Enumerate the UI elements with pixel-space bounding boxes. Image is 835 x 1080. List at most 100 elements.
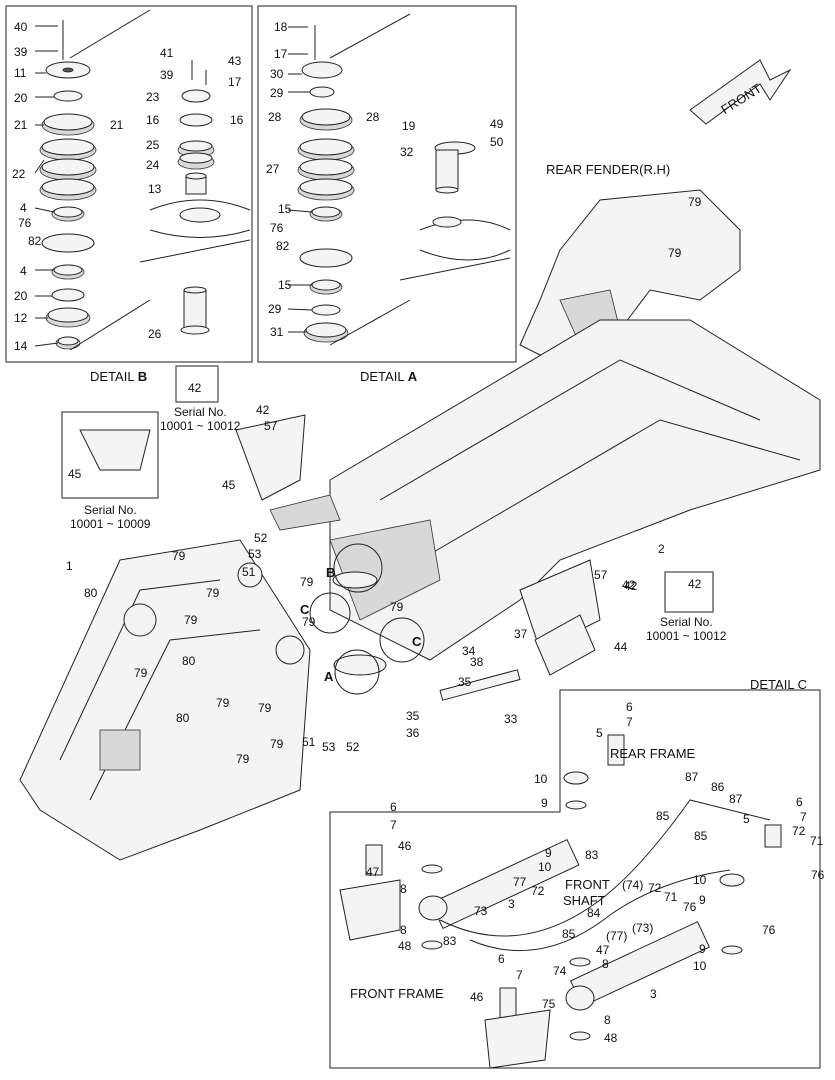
- callout-92: 7: [800, 810, 807, 824]
- callout-31: 27: [266, 162, 280, 176]
- callout-91: 6: [796, 795, 803, 809]
- callout-82: 5: [596, 726, 603, 740]
- callout-122: 9: [699, 942, 706, 956]
- callout-109: 83: [443, 934, 457, 948]
- callout-23: 13: [148, 182, 162, 196]
- detail-c-pins: [365, 734, 782, 1041]
- callout-60: 79: [216, 696, 230, 710]
- callout-115: 84: [587, 906, 601, 920]
- callout-73: 34: [462, 644, 476, 658]
- callout-43: 79: [668, 246, 682, 260]
- callout-129: 46: [470, 990, 484, 1004]
- callout-24: 26: [148, 327, 162, 341]
- callout-67: 2: [658, 542, 665, 556]
- callout-84: 9: [541, 796, 548, 810]
- callout-20: 16: [230, 113, 244, 127]
- callout-126: 47: [596, 943, 610, 957]
- callout-16: 39: [160, 68, 174, 82]
- hose-line-2: [469, 869, 731, 952]
- callout-127: 74: [553, 964, 567, 978]
- callout-128: 8: [602, 957, 609, 971]
- callout-108: 8: [400, 923, 407, 937]
- callout-4: 21: [14, 118, 28, 132]
- callout-93: 72: [792, 824, 806, 838]
- serial-box-3-line1: Serial No.: [660, 615, 713, 629]
- callout-114: 76: [683, 900, 697, 914]
- callout-75: 38: [470, 655, 484, 669]
- callout-39: 49: [490, 117, 504, 131]
- callout-51: 52: [254, 531, 268, 545]
- hose-line-1: [439, 799, 771, 937]
- detail-c-panel: REAR FRAME FRONT FRAME FRONT SHAFT: [329, 689, 821, 1069]
- callout-117: (77): [606, 929, 627, 943]
- callout-0: 40: [14, 20, 28, 34]
- callout-99: 47: [366, 865, 380, 879]
- callout-96: 6: [390, 800, 397, 814]
- callout-17: 17: [228, 75, 242, 89]
- callout-119: 10: [693, 873, 707, 887]
- callout-3: 20: [14, 91, 28, 105]
- front-shaft-label-2: SHAFT: [563, 893, 606, 908]
- callout-131: 3: [650, 987, 657, 1001]
- callout-54: 79: [206, 586, 220, 600]
- detail-a-frame: [257, 5, 517, 363]
- callout-29: 28: [268, 110, 282, 124]
- detail-b-title-letter: B: [138, 369, 147, 384]
- callout-100: 8: [400, 882, 407, 896]
- callout-104: 10: [538, 860, 552, 874]
- callout-32: 15: [278, 202, 292, 216]
- steering-cylinder-upper: [418, 838, 580, 930]
- callout-11: 20: [14, 289, 28, 303]
- callout-124: 6: [498, 952, 505, 966]
- front-frame: [19, 539, 311, 861]
- callout-110: 48: [398, 939, 412, 953]
- callout-10: 4: [20, 264, 27, 278]
- callout-40: 50: [490, 135, 504, 149]
- detail-b-frame: [5, 5, 253, 363]
- detail-a-panel: [257, 5, 517, 363]
- detail-letter-3: A: [324, 669, 334, 684]
- callout-27: 30: [270, 67, 284, 81]
- callout-94: 71: [810, 834, 824, 848]
- leader-lines: [34, 25, 313, 347]
- callout-102: 9: [545, 846, 552, 860]
- callout-63: 79: [236, 752, 250, 766]
- rear-frame: [269, 319, 821, 701]
- callout-21: 25: [146, 138, 160, 152]
- front-frame-label: FRONT FRAME: [350, 986, 444, 1001]
- callout-42: 79: [688, 195, 702, 209]
- callout-83: 10: [534, 772, 548, 786]
- callout-47: 42: [622, 578, 636, 592]
- callout-118: (73): [632, 921, 653, 935]
- front-frame-bracket-lower: [484, 1009, 551, 1069]
- callout-56: 79: [184, 613, 198, 627]
- serial-box-1-part: 42: [188, 381, 202, 395]
- callout-112: 72: [648, 881, 662, 895]
- serial-box-2: 45 Serial No. 10001 ~ 10009: [61, 411, 159, 531]
- callout-101: 3: [508, 897, 515, 911]
- callout-25: 18: [274, 20, 288, 34]
- callout-105: 77: [513, 875, 527, 889]
- callout-5: 21: [110, 118, 124, 132]
- detail-b-right-stack: [139, 60, 251, 335]
- serial-box-1-line2: 10001 ~ 10012: [160, 419, 241, 433]
- callout-6: 22: [12, 167, 26, 181]
- front-shaft-label-1: FRONT: [565, 877, 610, 892]
- callout-9: 82: [28, 234, 42, 248]
- serial-box-1-line1: Serial No.: [174, 405, 227, 419]
- callout-48: 1: [66, 559, 73, 573]
- callout-8: 76: [18, 216, 32, 230]
- callout-7: 4: [20, 201, 27, 215]
- callout-111: (74): [622, 878, 643, 892]
- callout-71: 42: [624, 579, 638, 593]
- callout-46: 45: [222, 478, 236, 492]
- callout-38: 19: [402, 119, 416, 133]
- serial-box-2-part: 45: [68, 467, 82, 481]
- callout-132: 8: [604, 1013, 611, 1027]
- detail-a-title-letter: A: [408, 369, 418, 384]
- callout-14: 41: [160, 46, 174, 60]
- callout-68: 79: [300, 575, 314, 589]
- callout-116: 85: [562, 927, 576, 941]
- callout-79: 33: [504, 712, 518, 726]
